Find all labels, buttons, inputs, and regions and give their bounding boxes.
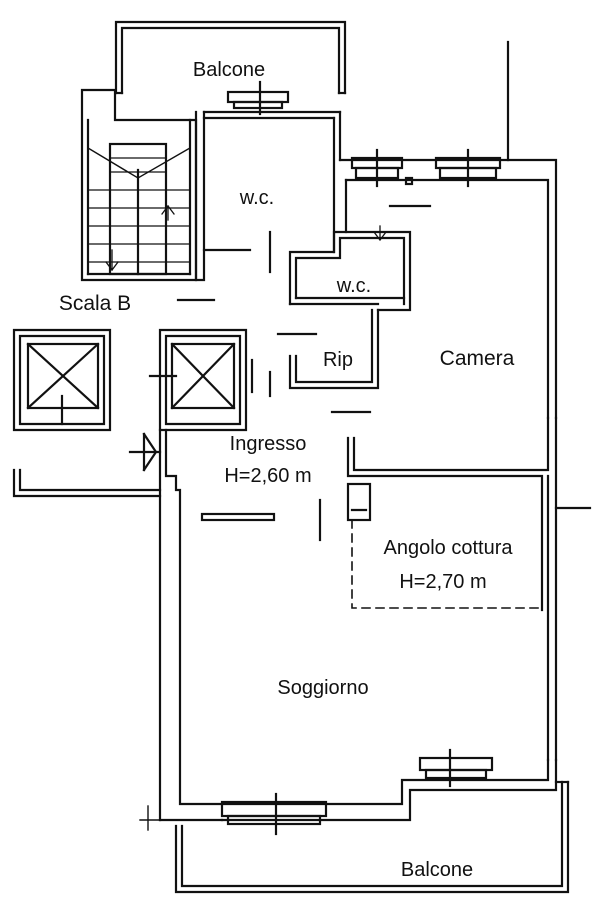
corridor-doors [176,204,432,414]
partition-ingresso-camera [346,416,592,762]
room-label-wc-small: w.c. [336,275,372,297]
room-height-angolo-cottura: H=2,70 m [399,571,487,593]
outer-wall-right-upper [338,40,558,420]
kitchen-corner [346,482,541,609]
window-soggiorno-right [418,748,494,788]
window-camera-left [350,148,404,188]
outer-wall-bottom [220,758,558,822]
stair-landing-wall [12,468,162,498]
window-soggiorno-left [220,792,328,836]
room-label-ingresso: Ingresso [229,433,307,455]
room-height-ingresso: H=2,60 m [224,465,312,487]
balcony-top [114,20,347,95]
rip-walls [288,308,380,390]
room-label-wc-main: w.c. [239,187,275,209]
room-label-scala: Scala B [58,292,132,315]
window-camera-right [434,148,502,188]
room-label-soggiorno: Soggiorno [277,677,369,699]
wall-notch [404,176,414,186]
room-label-angolo-cottura: Angolo cottura [383,537,513,559]
room-label-rip: Rip [322,349,354,371]
window-top-balcony [226,80,290,116]
balcony-bottom [174,780,570,894]
ingresso-fixtures [200,498,322,542]
lift-left [12,328,112,432]
staircase [80,88,198,282]
wc-small-walls [288,225,412,312]
entrance-door-symbol [128,432,162,472]
lift-right [148,328,254,432]
outer-wall-left [139,428,224,831]
room-label-camera: Camera [439,347,515,370]
room-label-balcone-top: Balcone [192,59,266,81]
room-label-balcone-bottom: Balcone [400,859,474,881]
wc-main-walls [194,110,342,282]
